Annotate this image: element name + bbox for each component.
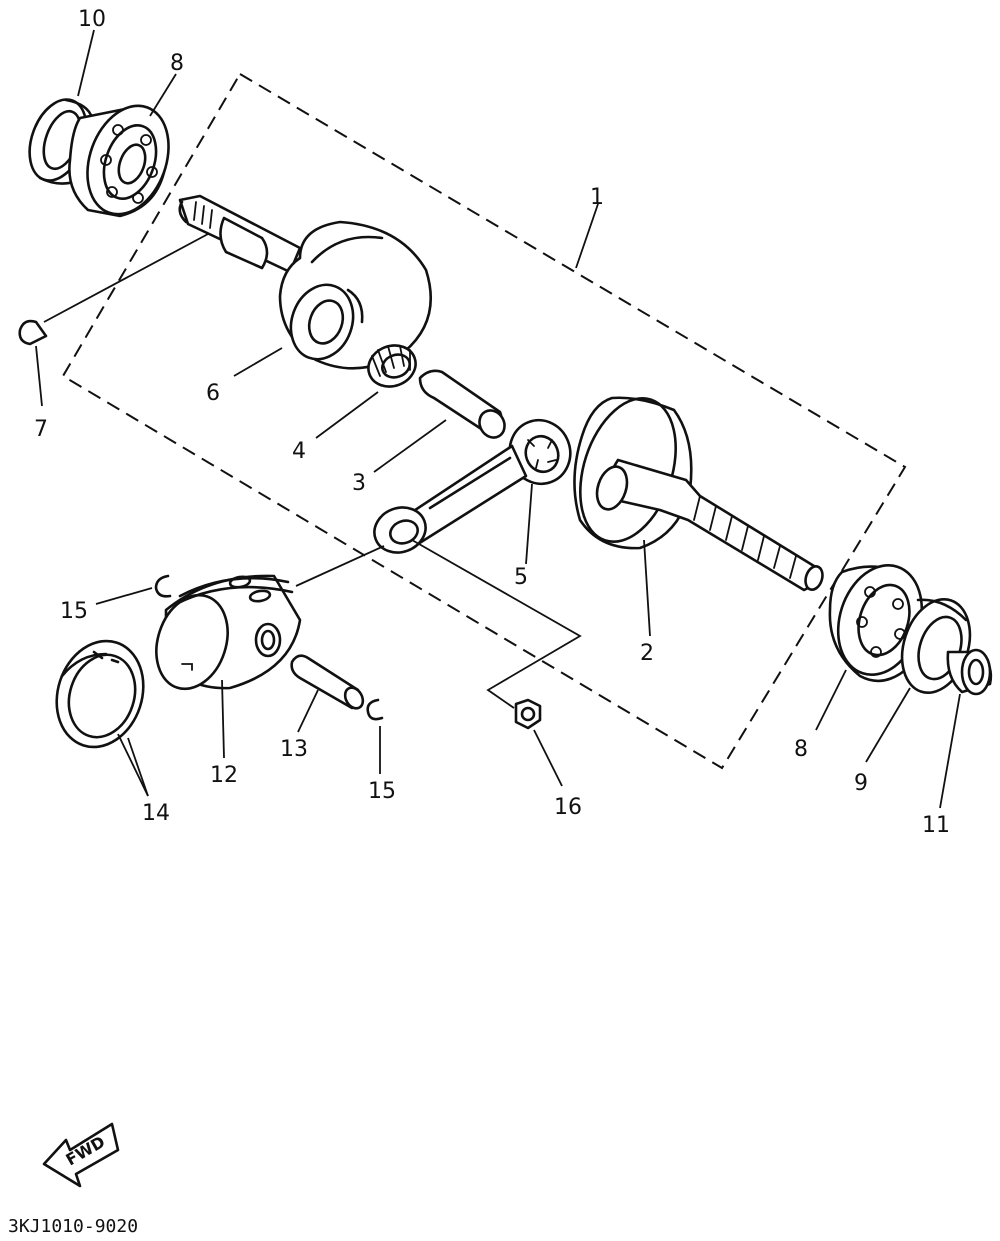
callout-14: 14 <box>142 801 170 826</box>
part-piston <box>155 574 302 691</box>
part-nut <box>514 698 542 730</box>
leader-1 <box>575 203 599 269</box>
leader-14b <box>127 737 149 797</box>
part-crank-left <box>178 194 433 370</box>
leader-15-upper <box>95 587 153 605</box>
part-crank-pin <box>418 369 506 439</box>
forward-direction-arrow: FWD <box>42 1122 120 1188</box>
leader-6 <box>233 347 283 377</box>
callout-6: 6 <box>206 381 220 406</box>
callout-16: 16 <box>554 795 582 820</box>
part-circlip-upper <box>154 574 172 598</box>
callout-2: 2 <box>640 641 654 666</box>
callout-10: 10 <box>78 7 106 32</box>
leader-8-top <box>149 73 177 117</box>
leader-3 <box>373 419 447 473</box>
leader-7-key-shaft <box>43 233 209 323</box>
leader-7 <box>35 345 43 407</box>
leader-12 <box>221 679 225 759</box>
leader-16 <box>533 729 563 787</box>
leader-11 <box>939 693 961 809</box>
callout-11: 11 <box>922 813 950 838</box>
part-piston-pin <box>290 654 365 710</box>
callout-13: 13 <box>280 737 308 762</box>
callout-5: 5 <box>514 565 528 590</box>
leader-5 <box>525 483 533 565</box>
leader-10 <box>77 29 95 97</box>
leader-lines <box>35 29 961 809</box>
crankshaft-assembly-boundary <box>61 72 907 770</box>
callout-7: 7 <box>34 417 48 442</box>
part-connecting-rod <box>373 418 572 554</box>
callout-3: 3 <box>352 471 366 496</box>
part-woodruff-key <box>18 319 48 346</box>
callout-8-right: 8 <box>794 737 808 762</box>
callout-8-top: 8 <box>170 51 184 76</box>
part-piston-rings <box>55 639 145 749</box>
part-bearing-top <box>68 104 170 218</box>
part-circlip-lower <box>366 698 384 721</box>
document-code: 3KJ1010-9020 <box>8 1216 138 1237</box>
leader-4 <box>315 391 379 439</box>
part-spacer-collar <box>946 648 993 696</box>
leader-13 <box>297 689 319 733</box>
callout-12: 12 <box>210 763 238 788</box>
part-needle-bearing <box>367 344 417 388</box>
part-bearing-right <box>828 564 924 683</box>
callout-9: 9 <box>854 771 868 796</box>
callout-labels: 1 2 3 4 5 6 7 8 8 9 10 11 12 13 14 15 15… <box>34 7 950 838</box>
fwd-arrow-icon <box>42 1122 120 1188</box>
callout-15-upper: 15 <box>60 599 88 624</box>
leader-2 <box>643 539 651 637</box>
leader-16-bracket <box>411 539 582 709</box>
callout-1: 1 <box>590 185 604 210</box>
callout-4: 4 <box>292 439 306 464</box>
leader-8-right <box>815 669 847 731</box>
leader-12-rod <box>295 545 385 587</box>
callout-15-lower: 15 <box>368 779 396 804</box>
leader-9 <box>865 687 911 763</box>
leader-14a <box>117 733 149 797</box>
part-crank-right <box>573 396 824 592</box>
